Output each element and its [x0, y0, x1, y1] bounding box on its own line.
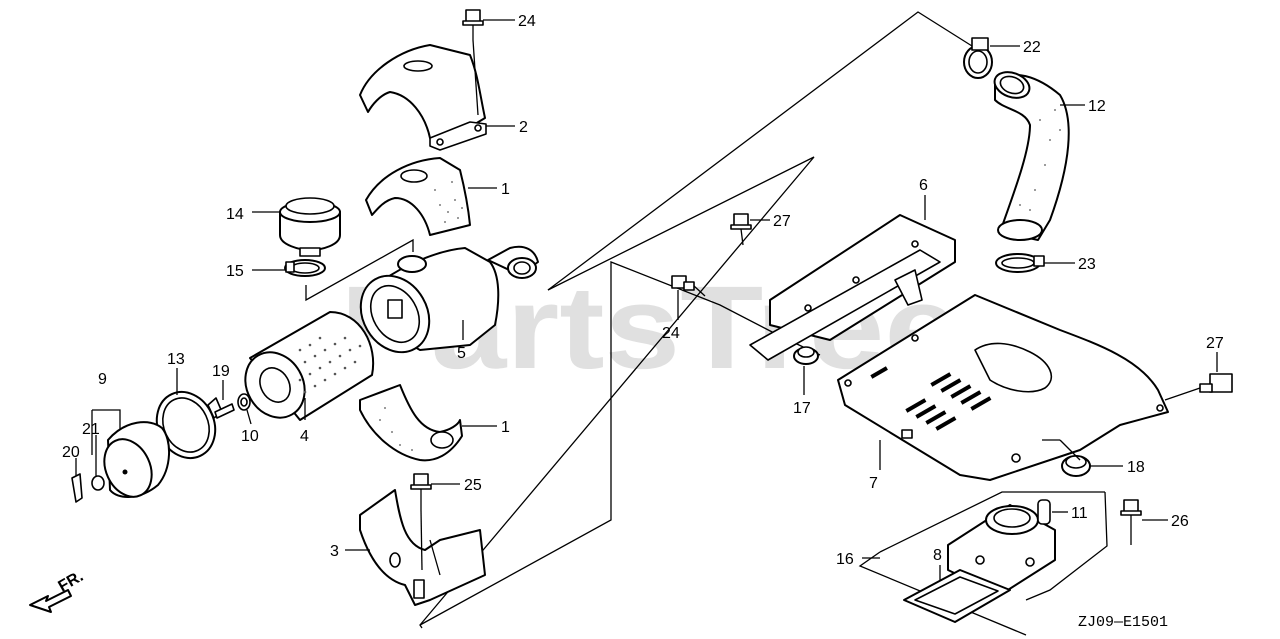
callout-26: 26 — [1171, 513, 1189, 530]
callout-leaders — [75, 19, 1218, 580]
filter-element — [244, 311, 375, 421]
callout-20: 20 — [62, 444, 80, 461]
callout-8: 8 — [933, 547, 942, 564]
base-plate — [837, 294, 1169, 481]
upper-clamp-bracket — [359, 44, 487, 151]
callout-25: 25 — [464, 477, 482, 494]
clip-20 — [71, 473, 83, 503]
front-direction-arrow-icon: FR. — [29, 568, 87, 613]
callout-27: 27 — [1206, 335, 1224, 352]
mounting-rail — [749, 214, 956, 361]
air-cleaner-cap — [279, 197, 341, 257]
callout-24: 24 — [662, 325, 680, 342]
callout-27: 27 — [773, 213, 791, 230]
callout-2: 2 — [519, 119, 528, 136]
hose-clamp-23 — [995, 253, 1045, 273]
callout-1: 1 — [501, 181, 510, 198]
callout-24: 24 — [518, 13, 536, 30]
callout-21: 21 — [82, 421, 100, 438]
wing-nut-19 — [207, 397, 235, 419]
intake-elbow-8 — [903, 504, 1056, 623]
callout-3: 3 — [330, 543, 339, 560]
bolt-24-top — [462, 9, 484, 116]
hose-clamp-22 — [963, 37, 993, 79]
pin-11 — [1037, 499, 1051, 525]
callout-14: 14 — [226, 206, 244, 223]
callout-5: 5 — [457, 345, 466, 362]
bolt-26 — [1120, 499, 1142, 545]
bolt-27-upper — [730, 213, 752, 246]
callout-1: 1 — [501, 419, 510, 436]
air-intake-hose — [993, 71, 1070, 241]
callout-16: 16 — [836, 551, 854, 568]
air-cleaner-cover — [103, 421, 171, 498]
callout-7: 7 — [869, 475, 878, 492]
bolt-27-right — [1164, 373, 1233, 401]
callout-11: 11 — [1071, 505, 1088, 522]
air-cleaner-case — [359, 245, 539, 354]
callout-9: 9 — [98, 371, 107, 388]
hose-clamp-15 — [284, 259, 326, 277]
gasket-13 — [155, 390, 217, 460]
callout-6: 6 — [919, 177, 928, 194]
callout-15: 15 — [226, 263, 244, 280]
callout-13: 13 — [167, 351, 185, 368]
callout-12: 12 — [1088, 98, 1106, 115]
callout-labels: 24 2 1 14 15 5 13 9 19 21 10 4 1 20 25 3… — [62, 13, 1224, 568]
lower-bracket — [359, 489, 486, 606]
rubber-cushion-upper — [365, 157, 471, 236]
callout-10: 10 — [241, 428, 259, 445]
callout-19: 19 — [212, 363, 230, 380]
bolt-25 — [410, 473, 432, 571]
grommet-17 — [793, 346, 819, 365]
diagram-code: ZJ09—E1501 — [1078, 614, 1168, 631]
direction-label: FR. — [56, 568, 87, 596]
callout-17: 17 — [793, 400, 811, 417]
nut-21 — [91, 475, 105, 491]
callout-23: 23 — [1078, 256, 1096, 273]
rubber-cushion-lower — [359, 384, 463, 462]
bolt-24-right — [671, 275, 706, 297]
callout-4: 4 — [300, 428, 309, 445]
washer-10 — [237, 393, 251, 411]
callout-18: 18 — [1127, 459, 1145, 476]
callout-22: 22 — [1023, 39, 1041, 56]
